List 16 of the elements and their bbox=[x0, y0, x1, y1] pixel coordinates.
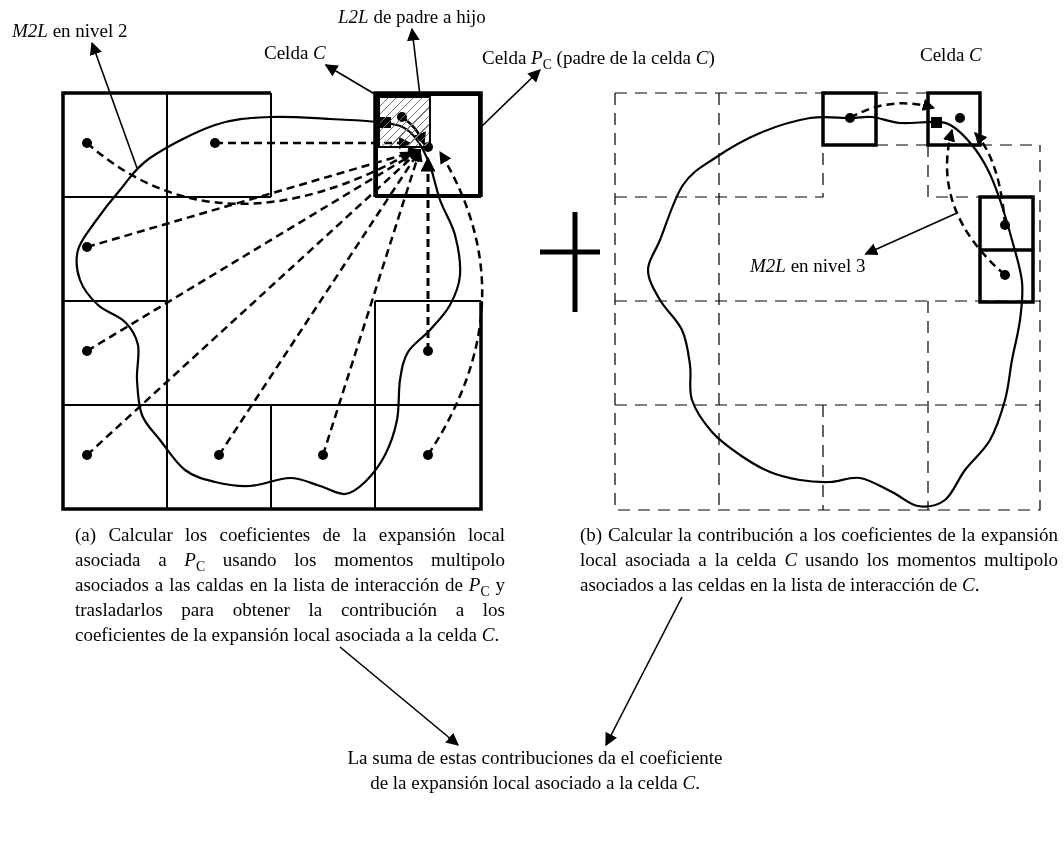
annotation-label: M2L en nivel 2 bbox=[12, 18, 128, 43]
arrow bbox=[339, 646, 459, 746]
annotation-label: L2L de padre a hijo bbox=[338, 4, 486, 29]
arrow bbox=[605, 596, 683, 747]
annotation-label: Celda C bbox=[264, 40, 326, 65]
parent-cell bbox=[375, 93, 481, 197]
annotation-label: Celda P$_{C}$ (padre de la celda C) bbox=[482, 45, 715, 70]
caption-paragraph: (a) Calcular los coeficientes de la expansión local asociada a P$_{C}$ usando los momentos multipolo asociados a las caldas en la lista de interacción de P$_{C}$ y trasladarlos para obtener la contribución a los coeficientes de la expansión local asociada a la celda C. bbox=[75, 522, 505, 647]
hatched-cell bbox=[378, 96, 431, 148]
annotation-label: M2L en nivel 3 bbox=[750, 253, 866, 278]
leader-line bbox=[864, 212, 958, 256]
arrow bbox=[480, 69, 541, 128]
caption-paragraph: (b) Calcular la contribución a los coeficientes de la expansión local asociada a la celda C usando los momentos multipolo asociados a las celdas en la lista de interacción de C. bbox=[580, 522, 1058, 597]
leader-line bbox=[89, 41, 138, 169]
summary-note: La suma de estas contribuciones da el coeficiente de la expansión local asociado a la celda C. bbox=[340, 745, 730, 795]
cell-label: Celda C bbox=[920, 43, 982, 67]
